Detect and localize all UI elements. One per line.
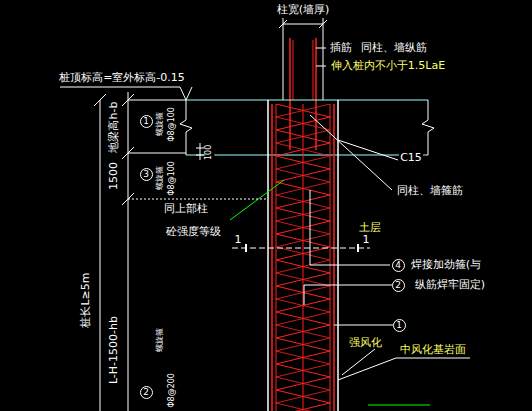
section-mark: 1 bbox=[234, 234, 243, 246]
dimension-text: 地梁高h-b bbox=[108, 101, 120, 154]
callout-number: 4 bbox=[392, 259, 405, 272]
section-mark: 1 bbox=[362, 234, 371, 246]
part-name: 同柱、墙纵筋 bbox=[360, 42, 428, 54]
dimension-text: 柱宽(墙厚) bbox=[276, 4, 331, 16]
layer-name: 强风化 bbox=[348, 337, 383, 349]
rebar-note: Φ8@100 bbox=[168, 160, 177, 197]
callout-number: 1 bbox=[140, 115, 153, 128]
dimension-text: 1500 bbox=[108, 161, 120, 191]
rebar-note: 螺旋箍 bbox=[156, 111, 165, 137]
note-text: 同上部柱 bbox=[163, 203, 209, 215]
part-name: C15 bbox=[399, 152, 423, 164]
part-name: 焊接加劲箍(与 bbox=[410, 259, 482, 271]
elevation-note: 桩顶标高=室外标高-0.15 bbox=[58, 72, 186, 84]
note-text: 伸入桩内不小于1.5LaE bbox=[330, 60, 446, 72]
dimension-text: 桩长L≥5m bbox=[81, 271, 93, 328]
part-name: 纵筋焊牢固定) bbox=[414, 279, 486, 291]
rebar-note: 螺旋箍 bbox=[156, 327, 165, 353]
rebar-note: Φ8@200 bbox=[168, 372, 177, 409]
dimension-text: 100 bbox=[206, 143, 215, 160]
dimension-text: L-H-1500-hb bbox=[108, 315, 120, 385]
part-name: 同柱、墙箍筋 bbox=[396, 185, 464, 197]
note-text: 砼强度等级 bbox=[165, 226, 222, 238]
layer-name: 土层 bbox=[358, 222, 382, 234]
callout-number: 1 bbox=[393, 319, 406, 332]
layer-name: 中风化基岩面 bbox=[399, 344, 467, 356]
callout-number: 2 bbox=[392, 279, 405, 292]
callout-number: 3 bbox=[140, 168, 153, 181]
part-name: 插筋 bbox=[329, 42, 353, 54]
rebar-note: 螺旋箍 bbox=[156, 165, 165, 191]
rebar-note: Φ8@100 bbox=[168, 106, 177, 143]
callout-number: 2 bbox=[140, 386, 153, 399]
